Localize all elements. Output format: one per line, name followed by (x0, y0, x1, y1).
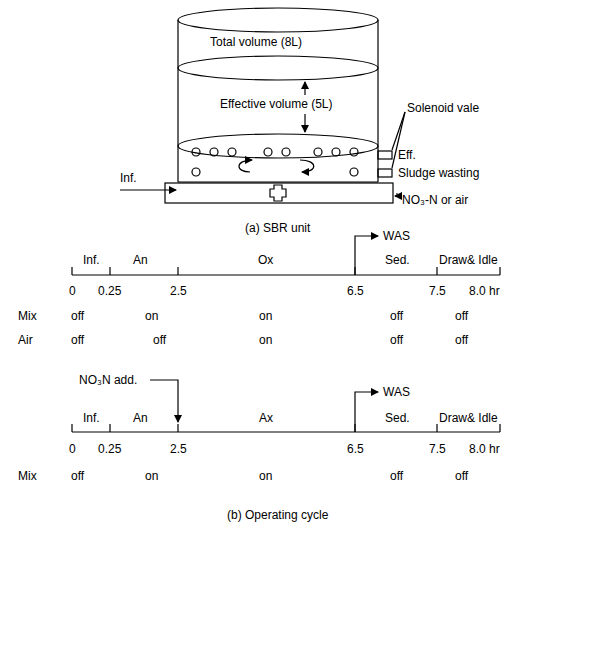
air-bubble (350, 168, 358, 176)
label: 0.25 (98, 285, 121, 297)
label: NO₃N add. (79, 374, 137, 386)
label: Mix (18, 470, 37, 482)
label: on (259, 310, 272, 322)
label: Eff. (398, 149, 416, 161)
label: on (145, 310, 158, 322)
label: NO₃-N or air (402, 194, 468, 206)
time-tick (436, 424, 437, 432)
air-bubble (314, 148, 322, 156)
label: (a) SBR unit (245, 222, 310, 234)
time-tick (177, 424, 178, 432)
label: off (153, 334, 166, 346)
label: off (455, 470, 468, 482)
air-bubble (192, 168, 200, 176)
label: Mix (18, 310, 37, 322)
label: off (455, 334, 468, 346)
label: Sed. (385, 254, 410, 266)
label: 2.5 (170, 443, 187, 455)
label: Draw& Idle (439, 412, 498, 424)
label: Inf. (120, 172, 137, 184)
air-bubble (350, 148, 358, 156)
label: 8.0 hr (469, 443, 500, 455)
time-tick (71, 424, 72, 432)
label: Effective volume (5L) (220, 98, 333, 110)
label: Total volume (8L) (210, 36, 302, 48)
label: Ax (259, 412, 273, 424)
label: on (259, 470, 272, 482)
label: Air (18, 334, 33, 346)
time-tick (499, 424, 500, 432)
label: off (390, 310, 403, 322)
air-bubble (282, 148, 290, 156)
label: 0.25 (98, 443, 121, 455)
label: WAS (383, 386, 410, 398)
label: 8.0 hr (469, 285, 500, 297)
label: off (71, 310, 84, 322)
label: off (390, 334, 403, 346)
label: Ox (258, 254, 273, 266)
label: off (390, 470, 403, 482)
air-bubble (228, 148, 236, 156)
label: Sed. (385, 412, 410, 424)
time-tick (436, 267, 437, 275)
label: 0 (69, 285, 76, 297)
time-tick (499, 267, 500, 275)
label: Sludge wasting (398, 167, 479, 179)
label: on (145, 470, 158, 482)
label: An (133, 412, 148, 424)
label: 0 (69, 443, 76, 455)
label: Draw& Idle (439, 254, 498, 266)
label: Solenoid vale (407, 102, 479, 114)
air-bubble (264, 148, 272, 156)
label: Inf. (83, 254, 100, 266)
air-bubble (210, 148, 218, 156)
label: Inf. (83, 412, 100, 424)
label: 7.5 (429, 285, 446, 297)
label: 2.5 (170, 285, 187, 297)
air-bubble (192, 148, 200, 156)
time-tick (109, 424, 110, 432)
label: An (133, 254, 148, 266)
label: WAS (383, 230, 410, 242)
label: off (71, 334, 84, 346)
label: 6.5 (347, 285, 364, 297)
time-tick (109, 267, 110, 275)
label: off (71, 470, 84, 482)
label: 7.5 (429, 443, 446, 455)
time-tick (71, 267, 72, 275)
label: on (259, 334, 272, 346)
label: (b) Operating cycle (227, 509, 328, 521)
label: off (455, 310, 468, 322)
air-bubble (332, 148, 340, 156)
label: 6.5 (347, 443, 364, 455)
time-tick (177, 267, 178, 275)
